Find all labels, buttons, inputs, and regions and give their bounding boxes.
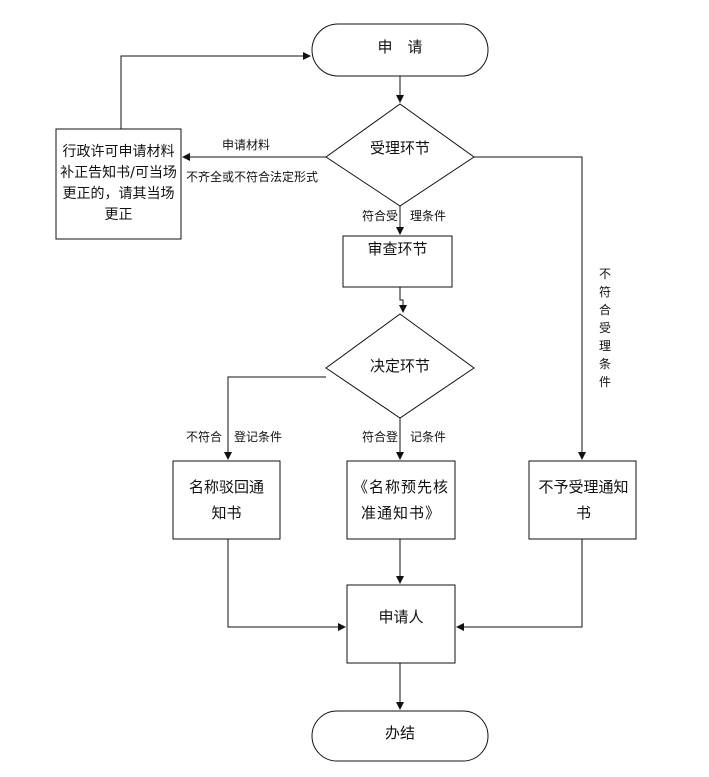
not-accepted-notice-box xyxy=(528,460,637,540)
edge-correction-to-apply xyxy=(120,52,311,129)
reject-notice-label: 名称驳回通知书 xyxy=(188,478,264,522)
done-label: 办结 xyxy=(384,724,415,742)
edge-reject-to-applicant xyxy=(227,539,346,631)
preapproval-notice-box xyxy=(346,460,456,540)
preapproval-notice-label: 《名称预先核准通知书》 xyxy=(352,478,449,522)
applicant-box xyxy=(346,584,456,664)
done-terminal xyxy=(311,710,489,762)
review-label: 审查环节 xyxy=(367,240,428,258)
not-meets-registration-edge-label: 不符合 登记条件 xyxy=(186,430,283,444)
not-meets-acceptance-edge-label: 不符合受理条件 xyxy=(598,267,611,389)
decision-label: 决定环节 xyxy=(369,357,430,375)
materials-edge-label: 申请材料 xyxy=(222,138,271,152)
reject-notice-box xyxy=(172,460,281,540)
correction-box xyxy=(55,128,182,240)
edge-acceptance-to-not-accepted xyxy=(474,156,586,460)
meets-registration-edge-label: 符合登 记条件 xyxy=(362,430,447,444)
applicant-label: 申请人 xyxy=(378,608,424,626)
meets-acceptance-edge-label: 符合受 理条件 xyxy=(362,209,447,223)
not-accepted-notice-label: 不予受理通知书 xyxy=(538,478,629,522)
apply-label: 申 请 xyxy=(377,38,423,56)
incomplete-edge-label: 不齐全或不符合法定形式 xyxy=(186,170,319,184)
edge-not-accepted-to-applicant xyxy=(456,539,583,631)
edge-review-to-decision xyxy=(399,287,407,313)
review-box xyxy=(342,235,453,288)
acceptance-label: 受理环节 xyxy=(369,139,430,157)
edge-decision-to-reject xyxy=(224,376,326,460)
correction-label: 行政许可申请材料补正告知书/可当场更正的，请其当场更正 xyxy=(60,144,177,223)
